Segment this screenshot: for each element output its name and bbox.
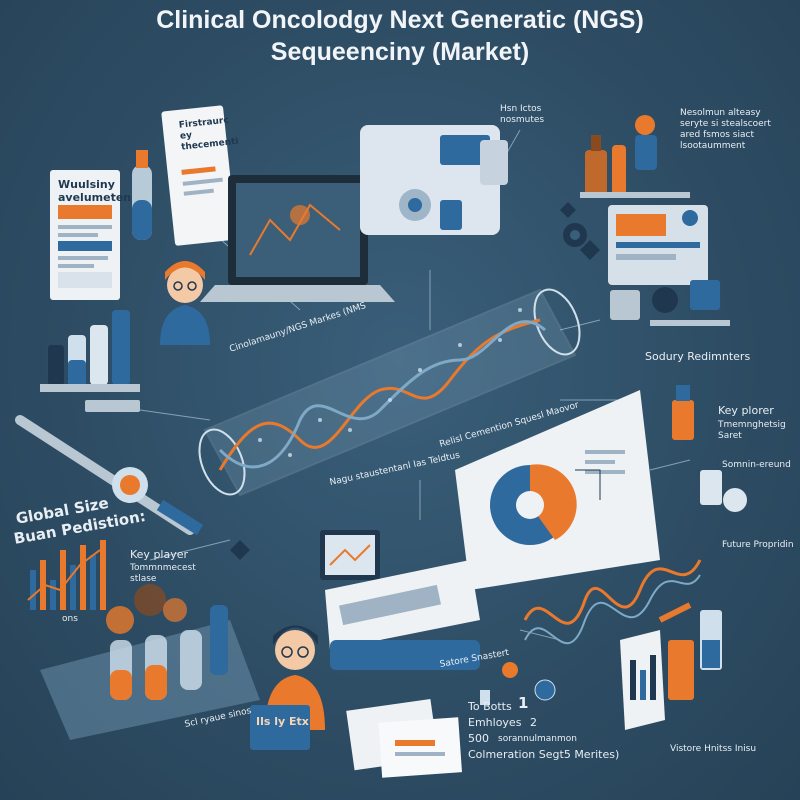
decorative-shapes [230,202,600,560]
key-player-right-sub: Tmemnghetsig Saret [718,420,786,441]
page-title-line2: Sequeenciny (Market) [270,38,530,66]
poster-left-title: Wuulsiny avelumeten [58,178,132,204]
people-icons [480,662,556,705]
side-right-label: Sodury Redimnters [645,350,751,363]
to-botts-label: To Botts [468,700,512,713]
key-player-left: Key player [130,548,189,561]
clipboard-title: Firstraurc ey thecementi [178,115,239,153]
comparison-label: Colmeration Segt5 Merites) [468,748,620,761]
laptop-icon [200,175,395,302]
somnin-label: Somnin-ereund [722,460,791,470]
test-tube-icon [132,150,152,240]
test-tube-rack-icon [40,310,140,412]
screen-text: Ils ly Etx [256,715,309,728]
five-hundred-number: 500 [468,732,489,745]
future-label: Future Propridin [722,540,794,550]
pie-chart-panel [455,390,660,590]
employees-number: 2 [530,716,537,729]
document-stack-icon [346,699,462,778]
poster-left [50,170,120,300]
five-hundred-text: sorannulmanmon [498,734,577,744]
bar-chart-left [27,540,106,610]
dashboard-panel-icon [608,205,708,285]
key-player-right: Key plorer [718,404,774,417]
lab-bottles-icon [580,115,690,198]
to-botts-number: 1 [518,694,529,712]
lab-tray-icon [40,584,260,740]
device-icons [610,280,730,326]
syringe-icon [15,415,204,536]
sample-bottle-icon [672,385,747,512]
employees-label: Emhloyes [468,716,522,729]
top-right-note: Nesolmun alteasy seryte si stealscoert a… [680,108,771,151]
key-player-left-sub: Tommnmecest stlase [130,563,196,584]
page-title-line1: Clinical Oncolodgy Next Generatic (NGS) [156,6,644,34]
dna-helix-icon [198,288,581,497]
pie-chart-icon [490,464,577,545]
bottom-right-label: Vistore Hnitss Inisu [670,744,757,754]
machine-note: Hsn Ictos nosmutes [500,104,545,125]
scientist-avatar [160,261,210,345]
line-chart-icon [523,559,702,645]
scientist-avatar-bottom [250,625,325,750]
left-small-label: ons [62,614,78,624]
gear-icon [563,223,587,247]
sequencer-machine-icon [360,125,508,235]
sequencer-machine-center [320,530,480,670]
document-icon [161,105,237,246]
bar-chart-icon [620,610,722,730]
